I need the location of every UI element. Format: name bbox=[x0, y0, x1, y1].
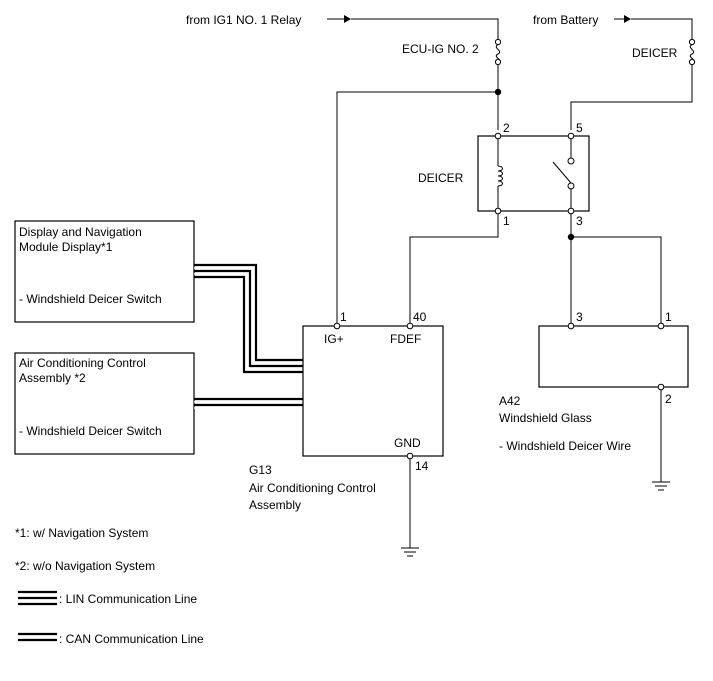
g13-pin-14 bbox=[406, 452, 414, 460]
ground-icon bbox=[652, 481, 670, 491]
deicer-fuse-wire bbox=[570, 64, 693, 130]
ac-panel-switch: - Windshield Deicer Switch bbox=[19, 424, 162, 438]
relay-pin-2 bbox=[494, 132, 502, 140]
g13-term-ig: IG+ bbox=[324, 332, 344, 346]
can-bus bbox=[194, 397, 303, 409]
ig1-arrowhead bbox=[344, 15, 351, 23]
fdef-wire bbox=[409, 214, 499, 326]
a42-pin-1-label: 1 bbox=[665, 310, 672, 324]
display-module-name-1: Display and Navigation bbox=[19, 225, 142, 239]
a42-code: A42 bbox=[499, 394, 521, 408]
relay-pin-1-label: 1 bbox=[503, 214, 510, 228]
ig1-feed-wire bbox=[351, 18, 499, 40]
g13-term-gnd: GND bbox=[394, 436, 421, 450]
display-module-switch: - Windshield Deicer Switch bbox=[19, 292, 162, 306]
battery-arrowhead bbox=[624, 15, 631, 23]
relay-pin-2-label: 2 bbox=[503, 121, 510, 135]
deicer-relay-box bbox=[477, 135, 590, 212]
relay-pin-5-label: 5 bbox=[576, 121, 583, 135]
g13-name-2: Assembly bbox=[249, 498, 301, 512]
battery-feed-wire bbox=[631, 18, 693, 40]
g13-term-fdef: FDEF bbox=[390, 332, 421, 346]
lin-bus bbox=[194, 263, 303, 374]
fuse-ecu-ig bbox=[494, 38, 502, 66]
relay-pin-1 bbox=[494, 207, 502, 215]
g13-pin-40-label: 40 bbox=[413, 310, 427, 324]
display-module-name-2: Module Display*1 bbox=[19, 240, 113, 254]
a42-branch-wire bbox=[571, 236, 662, 326]
g13-code: G13 bbox=[249, 463, 272, 477]
ac-panel-name-1: Air Conditioning Control bbox=[19, 356, 146, 370]
ac-panel-name-2: Assembly *2 bbox=[19, 371, 86, 385]
g13-name-1: Air Conditioning Control bbox=[249, 481, 376, 495]
display-module-box bbox=[14, 220, 195, 323]
relay-switch-contact-bottom bbox=[567, 182, 575, 190]
relay-coil-icon bbox=[497, 165, 503, 187]
relay-pin-3 bbox=[567, 207, 575, 215]
relay-pin-3-label: 3 bbox=[576, 214, 583, 228]
g13-pin-14-label: 14 bbox=[415, 459, 429, 473]
ac-panel-box bbox=[14, 352, 195, 455]
a42-pin-3-label: 3 bbox=[576, 310, 583, 324]
g13-pin-40 bbox=[406, 322, 414, 330]
legend-can-label: : CAN Communication Line bbox=[59, 632, 204, 646]
ig-branch-wire bbox=[336, 91, 498, 326]
ground-icon bbox=[401, 547, 419, 557]
relay-switch-contact-top bbox=[567, 157, 575, 165]
g13-pin-1-label: 1 bbox=[340, 310, 347, 324]
source-battery-label: from Battery bbox=[533, 13, 598, 27]
a42-pin-2 bbox=[657, 383, 665, 391]
note-1: *1: w/ Navigation System bbox=[15, 526, 148, 540]
a42-pin-1 bbox=[657, 322, 665, 330]
a42-wire-label: - Windshield Deicer Wire bbox=[499, 439, 631, 453]
fuse-deicer-label: DEICER bbox=[632, 46, 678, 60]
g13-box bbox=[302, 325, 444, 457]
relay-label: DEICER bbox=[418, 171, 464, 185]
a42-box bbox=[538, 325, 689, 388]
relay-switch-arm bbox=[552, 161, 572, 184]
a42-pin-3 bbox=[567, 322, 575, 330]
legend-lin-label: : LIN Communication Line bbox=[59, 592, 197, 606]
fuse-ecu-ig-label: ECU-IG NO. 2 bbox=[402, 42, 479, 56]
note-2: *2: w/o Navigation System bbox=[15, 559, 155, 573]
relay-pin-5 bbox=[567, 132, 575, 140]
a42-name: Windshield Glass bbox=[499, 411, 592, 425]
legend-can-line bbox=[18, 632, 57, 644]
fuse-deicer bbox=[688, 38, 696, 66]
a42-pin-2-label: 2 bbox=[665, 392, 672, 406]
source-ig1-label: from IG1 NO. 1 Relay bbox=[186, 13, 301, 27]
legend-lin-line bbox=[18, 590, 57, 606]
g13-pin-1 bbox=[333, 322, 341, 330]
